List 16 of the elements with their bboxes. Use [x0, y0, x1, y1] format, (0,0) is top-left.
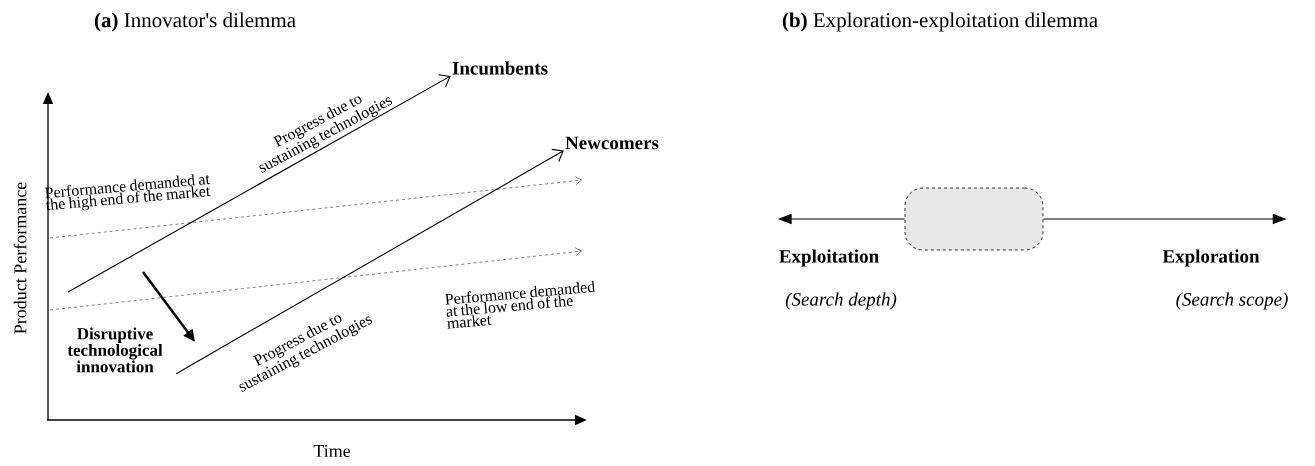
axis-label: Product Performance — [13, 182, 27, 334]
panel-title: (b) Exploration-exploitation dilemma — [782, 12, 1098, 32]
node-caption: (Search scope) — [1176, 292, 1288, 310]
node-caption: (Search depth) — [785, 292, 897, 310]
panel-title: (a) Innovator's dilemma — [94, 12, 296, 32]
node-label: Incumbents — [452, 61, 548, 75]
demand-label: Performance demanded at the high end of the market — [44, 174, 211, 211]
arrow — [175, 148, 564, 375]
node-label: Exploitation — [779, 249, 879, 267]
node-label: Exploration — [1162, 249, 1260, 267]
demand-label: Performance demanded at the low end of the market — [444, 280, 596, 329]
node-label: Newcomers — [565, 136, 659, 150]
rounded-box — [904, 187, 1044, 251]
arrow — [67, 74, 451, 293]
node-label: Disruptive technological innovation — [67, 327, 163, 373]
axis-label: Time — [313, 444, 351, 458]
